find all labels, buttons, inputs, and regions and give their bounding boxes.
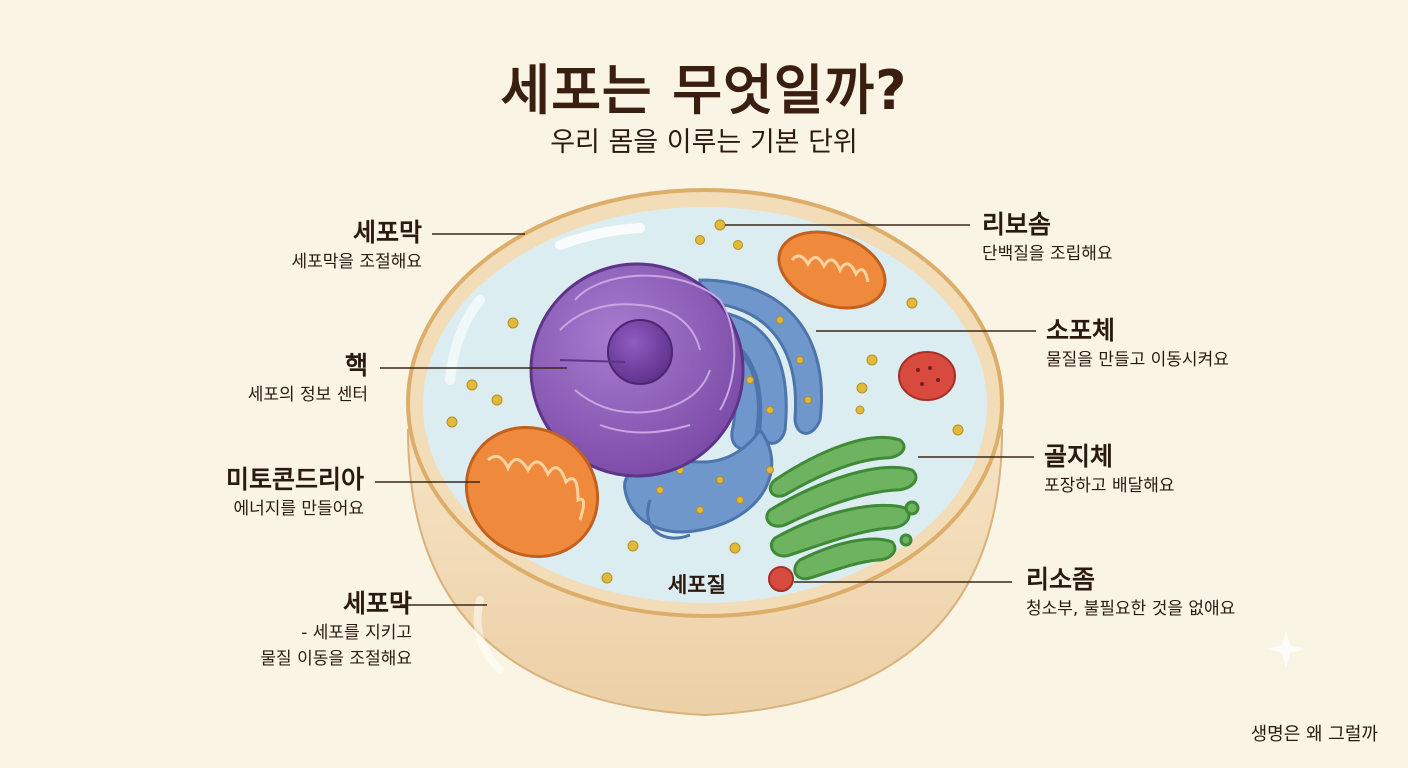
- footer-credit: 생명은 왜 그럴까: [1250, 724, 1378, 745]
- label-name: 핵: [344, 351, 368, 380]
- leader-lines: [375, 224, 1036, 606]
- label-name: 골지체: [1044, 442, 1114, 471]
- lysosome-small: [768, 566, 794, 592]
- label-desc: 단백질을 조립해요: [982, 244, 1113, 264]
- label-desc: 에너지를 만들어요: [233, 499, 364, 519]
- label-desc: 세포의 정보 센터: [247, 385, 368, 405]
- nucleus: [529, 262, 745, 478]
- label-nucleus: 핵 세포의 정보 센터: [248, 350, 368, 408]
- lysosome-large: [898, 351, 956, 401]
- sparkle-icon: [1267, 630, 1305, 668]
- page-subtitle: 우리 몸을 이루는 기본 단위: [550, 127, 858, 158]
- label-name: 세포막: [342, 589, 412, 618]
- er-ribosome-dots: [656, 316, 812, 514]
- label-desc-line1: - 세포를 지키고: [301, 623, 412, 643]
- label-desc: 물질을 만들고 이동시켜요: [1046, 350, 1229, 370]
- label-cytoplasm: 세포질: [668, 573, 726, 597]
- mitochondria-right: [777, 230, 887, 310]
- label-name: 리보솜: [982, 210, 1052, 239]
- label-endoplasmic-reticulum: 소포체 물질을 만들고 이동시켜요: [1046, 315, 1229, 373]
- nucleolus: [607, 319, 673, 385]
- label-golgi: 골지체 포장하고 배달해요: [1044, 441, 1175, 499]
- label-name: 세포막: [352, 218, 422, 247]
- page-title: 세포는 무엇일까?: [500, 59, 908, 122]
- label-name: 미토콘드리아: [225, 465, 364, 494]
- label-cell-membrane-bottom: 세포막 - 세포를 지키고 물질 이동을 조절해요: [260, 588, 412, 672]
- label-name: 리소좀: [1026, 565, 1096, 594]
- golgi-apparatus: [765, 435, 920, 581]
- label-ribosome: 리보솜 단백질을 조립해요: [982, 209, 1113, 267]
- label-desc: 세포막을 조절해요: [291, 252, 422, 272]
- ribosomes: [446, 219, 964, 584]
- label-lysosome: 리소좀 청소부, 불필요한 것을 없애요: [1026, 564, 1235, 622]
- label-mitochondria: 미토콘드리아 에너지를 만들어요: [226, 464, 364, 522]
- label-desc: 청소부, 불필요한 것을 없애요: [1026, 599, 1236, 619]
- label-cell-membrane-top: 세포막 세포막을 조절해요: [291, 217, 422, 275]
- label-name: 소포체: [1046, 316, 1116, 345]
- label-desc: 포장하고 배달해요: [1044, 476, 1175, 496]
- mitochondria-left: [464, 425, 600, 559]
- endoplasmic-reticulum: [623, 278, 823, 540]
- label-desc-line2: 물질 이동을 조절해요: [260, 649, 412, 669]
